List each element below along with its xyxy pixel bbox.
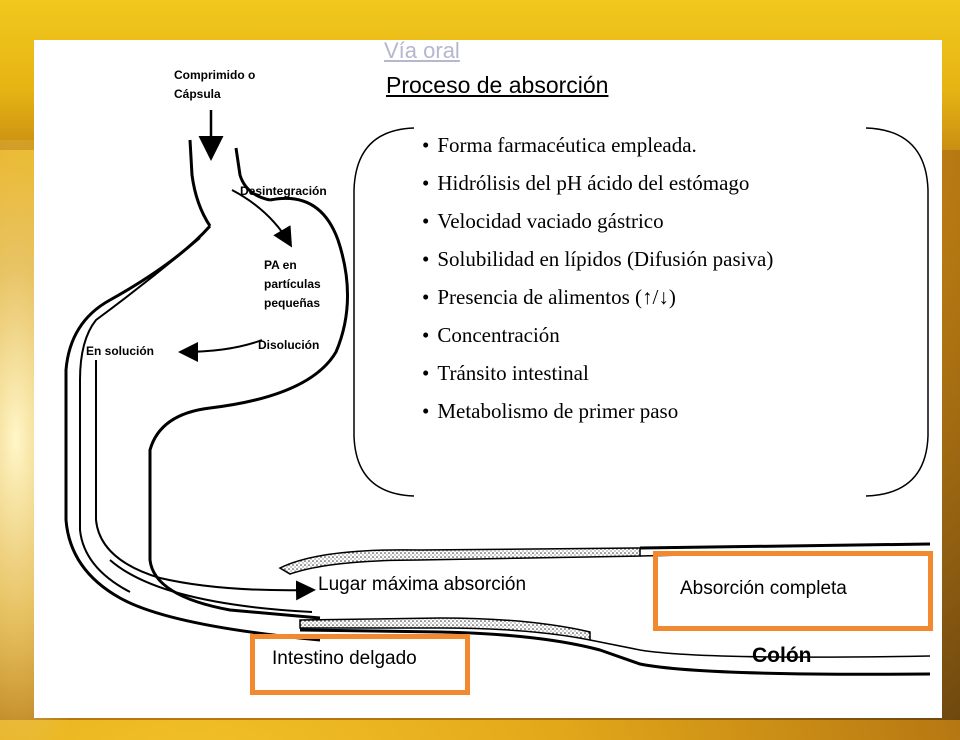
disintegration-arrow bbox=[231, 189, 293, 248]
max-absorption-label: Lugar máxima absorción bbox=[318, 574, 527, 595]
left-bracket bbox=[353, 127, 415, 497]
intestine-upper-tube bbox=[278, 547, 641, 575]
factor-item: Velocidad vaciado gástrico bbox=[422, 206, 773, 244]
complete-absorption-label: Absorción completa bbox=[680, 578, 847, 599]
colon-wall bbox=[299, 628, 931, 676]
small-intestine-box bbox=[250, 634, 470, 695]
esophagus-left bbox=[188, 139, 212, 227]
factor-item: Solubilidad en lípidos (Difusión pasiva) bbox=[422, 244, 773, 282]
factor-item: Metabolismo de primer paso bbox=[422, 396, 773, 434]
esophagus-right bbox=[234, 147, 271, 202]
stomach-inner-line bbox=[79, 237, 201, 593]
absorption-factors-list: Forma farmacéutica empleada. Hidrólisis … bbox=[422, 130, 773, 434]
dissolution-label: Disolución bbox=[258, 338, 320, 352]
in-solution-label: En solución bbox=[86, 344, 155, 358]
title-link[interactable]: Vía oral bbox=[384, 38, 460, 63]
stomach-inner-wall bbox=[64, 225, 321, 642]
flow-line-lower bbox=[109, 559, 313, 613]
dissolution-arrow bbox=[178, 339, 263, 362]
right-bracket bbox=[865, 127, 929, 497]
factor-item: Hidrólisis del pH ácido del estómago bbox=[422, 168, 773, 206]
factor-item: Concentración bbox=[422, 320, 773, 358]
complete-absorption-box bbox=[653, 551, 933, 631]
stomach-outer-wall bbox=[148, 196, 350, 620]
particles-label: PA en partículas pequeñas bbox=[264, 258, 321, 310]
colon-label: Colón bbox=[752, 644, 812, 667]
small-intestine-label: Intestino delgado bbox=[272, 648, 417, 669]
dose-form-label: Comprimido o Cápsula bbox=[174, 68, 256, 101]
disintegration-label: Desintegración bbox=[240, 184, 327, 198]
slide-subtitle: Proceso de absorción bbox=[386, 72, 609, 98]
factor-item: Tránsito intestinal bbox=[422, 358, 773, 396]
factor-item: Forma farmacéutica empleada. bbox=[422, 130, 773, 168]
flow-line-upper bbox=[95, 360, 316, 601]
factor-item: Presencia de alimentos (↑/↓) bbox=[422, 282, 773, 320]
